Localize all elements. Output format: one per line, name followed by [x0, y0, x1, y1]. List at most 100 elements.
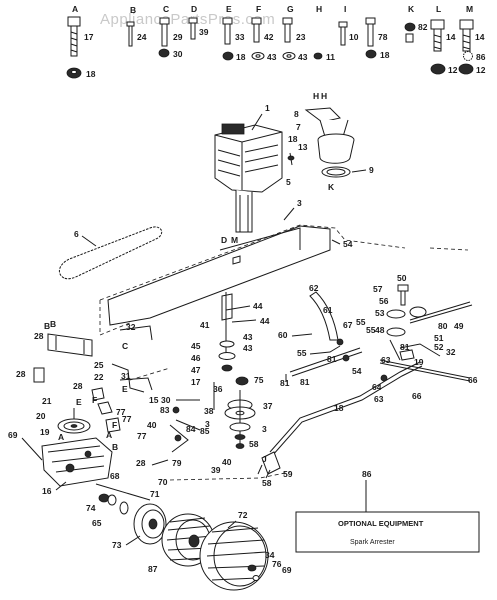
callout-82: 82	[418, 22, 428, 32]
callout-29: 29	[173, 32, 183, 42]
callout-33: 33	[235, 32, 245, 42]
muffler: H H 8 7 18 13 9 K 5	[286, 91, 374, 192]
callout-30-c: 83	[160, 405, 170, 415]
callout-55-c: 63	[374, 394, 384, 404]
callout-11: 11	[326, 52, 335, 62]
callout-39-top: 39	[199, 27, 209, 37]
callout-14-m: 14	[475, 32, 485, 42]
callout-43-c1: 43	[243, 332, 253, 342]
callout-54: 66	[468, 375, 478, 385]
callout-66-a: 60	[278, 330, 288, 340]
callout-85: 15	[149, 395, 159, 405]
callout-16: 16	[42, 486, 52, 496]
letter-d-engine: D	[221, 235, 227, 245]
callout-68: 68	[110, 471, 120, 481]
left-bracket-group: 32 B B 28 C 25 22 E 28 28	[16, 319, 153, 401]
callout-25: 28	[34, 331, 44, 341]
callout-9: 9	[369, 165, 374, 175]
brake-rod: 18 58 59 58 J	[249, 361, 423, 488]
callout-3-frame: 3	[297, 198, 302, 208]
callout-79: 28	[136, 458, 146, 468]
optional-frame	[295, 511, 480, 553]
letter-h-2: H	[321, 91, 327, 101]
callout-60: 64	[372, 382, 382, 392]
callout-45: 45	[191, 341, 201, 351]
letter-a-trans2: A	[106, 430, 112, 440]
callout-22-a: 28	[16, 369, 26, 379]
letter-a-trans: A	[58, 432, 64, 442]
letter-h: H	[316, 4, 322, 14]
letter-b: B	[130, 5, 136, 15]
callout-12-m: 12	[476, 65, 486, 75]
callout-80: 48	[375, 325, 385, 335]
optional-ref-86: 86	[362, 469, 372, 479]
callout-63: 61	[323, 305, 333, 315]
callout-73: 73	[112, 540, 122, 550]
callout-77-b: 77	[122, 414, 132, 424]
callout-18-r: 66	[412, 391, 422, 401]
shift-lever: 62 61 60 67 55 55 55 81 81 81 54	[278, 283, 376, 388]
callout-62: 81	[280, 378, 290, 388]
callout-41: 41	[200, 320, 210, 330]
letter-f-trans: F	[92, 395, 97, 405]
letter-l: L	[436, 4, 441, 14]
callout-18-a: 18	[86, 69, 96, 79]
callout-43-f: 43	[267, 52, 277, 62]
callout-48: 53	[375, 308, 385, 318]
callout-13: 13	[298, 142, 308, 152]
callout-2: 37	[263, 401, 273, 411]
clutch-linkage: 15 30 83 40 84 79 28 31	[119, 371, 201, 468]
callout-4: 54	[343, 239, 353, 249]
letter-m: M	[466, 4, 473, 14]
header-letter-row: A B C D E F G H I K L M	[72, 4, 473, 15]
callout-12-l: 12	[448, 65, 458, 75]
callout-52: 56	[379, 296, 389, 306]
letter-k: K	[408, 4, 415, 14]
transmission: 21 E 20 19 69 A A 16 F 77 F 77 77 B 68 7…	[8, 395, 168, 528]
callout-67: 54	[352, 366, 362, 376]
callout-31: 22	[94, 372, 104, 382]
callout-66-c: 55	[366, 325, 376, 335]
callout-55-a: 32	[446, 347, 456, 357]
callout-56: 50	[397, 273, 407, 283]
callout-19-b: 67	[343, 320, 353, 330]
callout-17-c: 17	[191, 377, 201, 387]
callout-43-c2: 43	[243, 343, 253, 353]
bolt-head-a	[67, 16, 81, 27]
callout-3-d: 3	[205, 419, 210, 429]
callout-28-a: 31	[121, 371, 131, 381]
callout-17-a: 17	[84, 32, 94, 42]
callout-66-d: 55	[297, 348, 307, 358]
callout-50: 57	[373, 284, 383, 294]
callout-84: 79	[172, 458, 182, 468]
callout-1: 1	[265, 103, 270, 113]
callout-5: 5	[286, 177, 291, 187]
drive-belt: 6	[58, 226, 163, 280]
letter-f-trans2: F	[112, 420, 117, 430]
callout-32-r: 51	[434, 333, 444, 343]
callout-87: 87	[148, 564, 158, 574]
callout-78: 78	[378, 32, 388, 42]
callout-51: 49	[454, 321, 464, 331]
callout-42: 42	[264, 32, 274, 42]
letter-h-1: H	[313, 91, 319, 101]
letter-c: C	[163, 4, 169, 14]
optional-title: OPTIONAL EQUIPMENT	[338, 519, 424, 528]
frame-outline: 3 54	[99, 198, 469, 481]
callout-77-a: 77	[116, 407, 126, 417]
callout-20: 20	[36, 411, 46, 421]
letter-f: F	[256, 4, 261, 14]
callout-43-g: 43	[298, 52, 308, 62]
rear-wheels: 73 87 72 34 76 69	[112, 503, 292, 591]
callout-38: 39	[211, 465, 221, 475]
callout-75: 75	[254, 375, 264, 385]
callout-74: 74	[86, 503, 96, 513]
callout-22-b: 28	[73, 381, 83, 391]
callout-30: 30	[173, 49, 183, 59]
callout-18-e: 18	[236, 52, 246, 62]
callout-46: 46	[191, 353, 201, 363]
letter-i: I	[344, 4, 346, 14]
right-cluster: 50 57 56 53 48 80 49 51 52 32 81 19 63 6…	[372, 273, 478, 404]
callout-44-a: 44	[253, 301, 263, 311]
callout-18-j: 18	[380, 50, 390, 60]
